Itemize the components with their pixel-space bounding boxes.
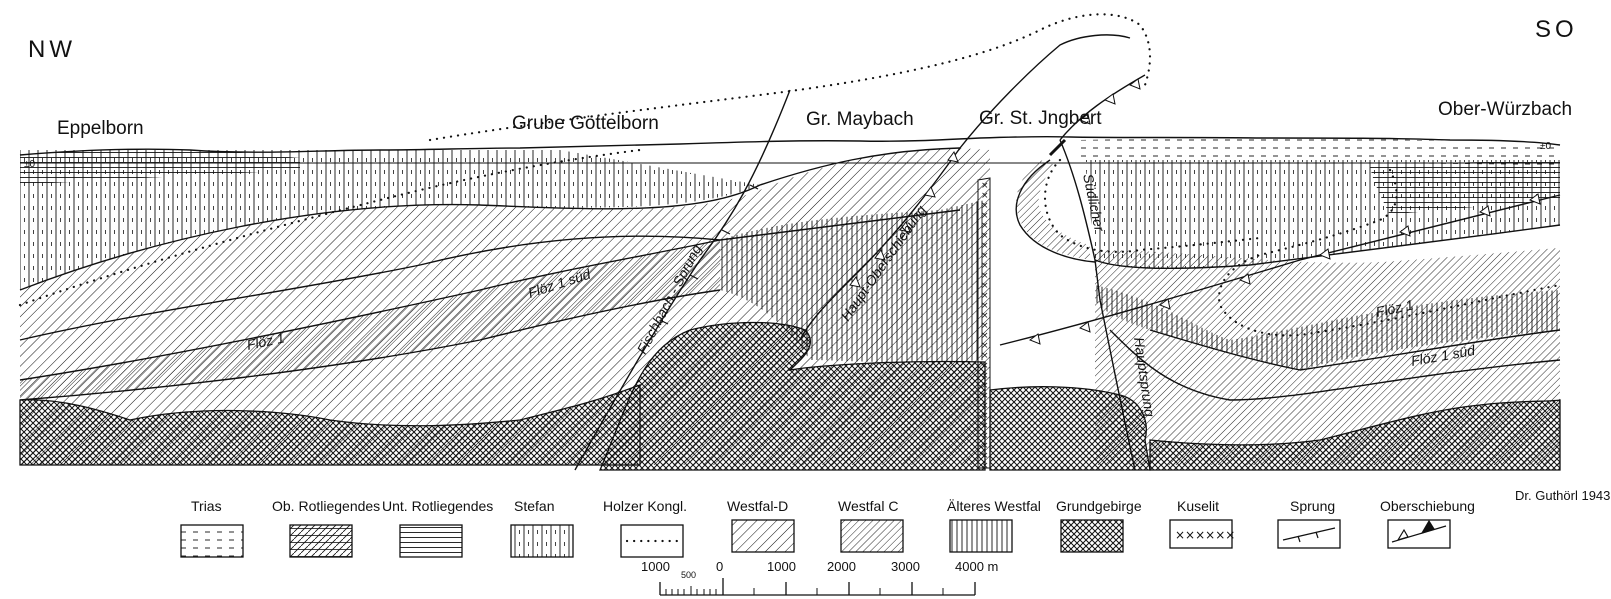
- trias-so: [1080, 138, 1560, 165]
- westfal-c-fold: [1016, 160, 1090, 260]
- place-maybach: Gr. Maybach: [806, 109, 914, 130]
- legend-swatch-kuselit: [1169, 519, 1233, 549]
- aelteres-westfal-so: [1095, 285, 1560, 370]
- fischbach-sprung-fault: [574, 89, 791, 471]
- cross-section-body: [18, 13, 1562, 471]
- legend: Trias Ob. Rotliegendes Unt. Rotliegendes…: [180, 488, 1610, 558]
- direction-so: SO: [1535, 16, 1578, 43]
- legend-swatch-kuselit-marks: ××××××: [1175, 528, 1235, 542]
- grundgebirge-so: [1149, 399, 1561, 471]
- thrust-arrow: [1048, 138, 1067, 157]
- legend-swatch-ob-rotliegendes: [289, 524, 353, 558]
- holzer-fold-so: [1217, 168, 1562, 337]
- legend-swatch-westfal-c: [840, 519, 904, 553]
- grundgebirge-basement: [19, 384, 641, 466]
- legend-swatch-stefan: [510, 524, 574, 558]
- grundgebirge-horst: [599, 321, 986, 471]
- boundary-so-floez1: [1149, 329, 1561, 371]
- stefan-nw: [20, 150, 760, 290]
- boundary-stefan-westfal-nw: [19, 147, 961, 291]
- scale-tick-3000: 3000: [891, 559, 920, 574]
- legend-label-westfal-c: Westfal C: [838, 498, 898, 514]
- place-stingbert: Gr. St. Jngbert: [979, 108, 1102, 129]
- legend-label-grundgebirge: Grundgebirge: [1056, 498, 1142, 514]
- place-oberwuerzbach: Ober-Würzbach: [1438, 99, 1572, 120]
- direction-nw: NW: [28, 36, 76, 63]
- trias-nw: [20, 149, 300, 185]
- level-mark-left: ±0: [24, 159, 35, 170]
- scale-tick-1000-left: 1000: [641, 559, 670, 574]
- legend-swatch-unt-rotliegendes: [399, 524, 463, 558]
- legend-swatch-holzer: [620, 524, 684, 558]
- scale-tick-1000: 1000: [767, 559, 796, 574]
- boundary-floez1-nw: [19, 239, 721, 381]
- oberschiebung-so-fault: [999, 194, 1561, 346]
- haupt-oberschiebung-fault: [799, 147, 961, 341]
- place-goettelborn: Grube Göttelborn: [512, 113, 659, 134]
- scale-bar: 1000 500 0 1000 2000 3000 4000 m: [641, 559, 998, 596]
- legend-label-kuselit: Kuselit: [1177, 498, 1219, 514]
- legend-label-stefan: Stefan: [514, 498, 554, 514]
- legend-swatch-oberschiebung-symbol: [1391, 519, 1447, 543]
- oberschiebung-so-triangles: [1028, 193, 1541, 345]
- legend-swatch-grundgebirge: [1060, 519, 1124, 553]
- legend-swatch-trias: [180, 524, 244, 558]
- legend-swatch-aelteres-westfal: [949, 519, 1013, 553]
- fold-hinge-stingbert: [1015, 159, 1096, 263]
- boundary-so-floez1sued: [1109, 329, 1561, 401]
- holzer-horizon-nw: [18, 148, 642, 307]
- boundary-so-upper: [1094, 224, 1561, 269]
- legend-label-westfal-d: Westfal-D: [727, 498, 788, 514]
- ground-surface: [19, 135, 1561, 156]
- fischbach-sprung-ticks: [659, 184, 759, 325]
- unt-rotliegendes-so: [1370, 160, 1560, 215]
- westfal-c-nw: [20, 240, 720, 400]
- oberschiebung-eroded-triangles: [1078, 78, 1141, 125]
- legend-label-sprung: Sprung: [1290, 498, 1335, 514]
- scale-tick-2000: 2000: [827, 559, 856, 574]
- label-floez1-so: Flöz 1: [1374, 296, 1415, 320]
- boundary-westfal-c-base: [19, 289, 721, 401]
- haupt-oberschiebung-triangles: [849, 150, 959, 288]
- legend-label-ob-rotliegendes: Ob. Rotliegendes: [272, 498, 380, 514]
- level-mark-right: ±0: [1540, 141, 1551, 152]
- legend-label-trias: Trias: [191, 498, 222, 514]
- holzer-fold-stingbert: [1043, 158, 1262, 253]
- legend-label-oberschiebung: Oberschiebung: [1380, 498, 1475, 514]
- eroded-thrust-line: [959, 34, 1131, 149]
- scale-tick-500: 500: [681, 570, 696, 580]
- boundary-floez1sued-nw: [19, 209, 961, 341]
- suedlicher-sprung-fault: [1059, 139, 1101, 301]
- legend-swatch-westfal-d: [731, 519, 795, 553]
- label-floez1-nw: Flöz 1: [245, 329, 286, 353]
- place-eppelborn: Eppelborn: [57, 118, 144, 139]
- credit: Dr. Guthörl 1943: [1515, 488, 1610, 503]
- legend-label-aelteres-westfal: Älteres Westfal: [947, 498, 1041, 514]
- scale-tick-0: 0: [716, 559, 723, 574]
- legend-label-holzer: Holzer Kongl.: [603, 498, 687, 514]
- scale-tick-4000: 4000 m: [955, 559, 998, 574]
- legend-label-unt-rotliegendes: Unt. Rotliegendes: [382, 498, 493, 514]
- legend-swatch-sprung-symbol: [1282, 527, 1336, 543]
